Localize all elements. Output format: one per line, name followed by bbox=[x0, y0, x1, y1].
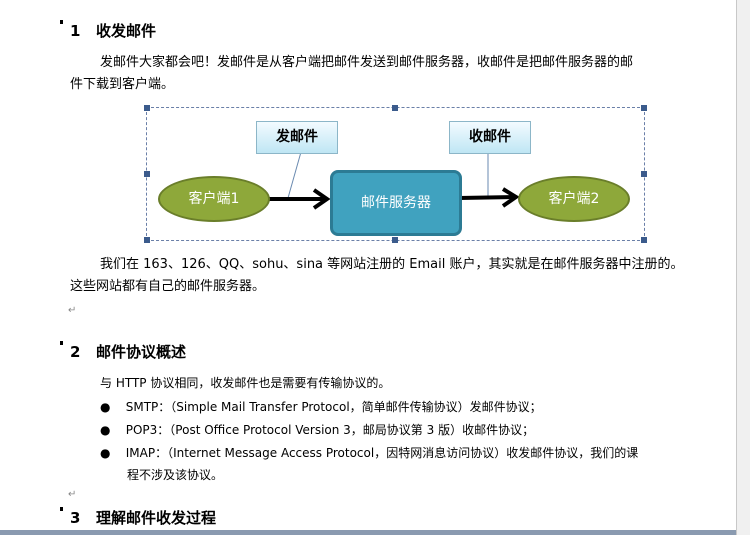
bullet-text: IMAP：（Internet Message Access Protocol，因… bbox=[125, 446, 639, 460]
send-mail-label: 发邮件 bbox=[256, 121, 338, 154]
mail-server-node: 邮件服务器 bbox=[330, 170, 462, 236]
heading-number: 3 bbox=[70, 509, 81, 527]
bullet-text: SMTP：（Simple Mail Transfer Protocol，简单邮件… bbox=[125, 400, 542, 414]
para2-line1: 我们在 163、126、QQ、sohu、sina 等网站注册的 Email 账户… bbox=[100, 257, 684, 272]
heading-title: 理解邮件收发过程 bbox=[96, 509, 217, 527]
paragraph-mark: ↵ bbox=[68, 489, 77, 500]
receive-mail-label: 收邮件 bbox=[449, 121, 531, 154]
para2-line2: 这些网站都有自己的邮件服务器。 bbox=[70, 279, 266, 294]
heading-title: 邮件协议概述 bbox=[96, 343, 187, 361]
heading-number: 2 bbox=[70, 343, 81, 361]
bullet-text: POP3：（Post Office Protocol Version 3，邮局协… bbox=[125, 423, 535, 437]
email-flow-diagram[interactable] bbox=[144, 105, 647, 243]
heading-title: 收发邮件 bbox=[96, 22, 157, 40]
heading-number: 1 bbox=[70, 22, 81, 40]
client1-node: 客户端1 bbox=[158, 176, 270, 222]
bullet-imap: ● IMAP：（Internet Message Access Protocol… bbox=[100, 446, 639, 460]
bullet-imap-cont: 程不涉及该协议。 bbox=[127, 468, 224, 482]
intro-line1: 发邮件大家都会吧！发邮件是从客户端把邮件发送到邮件服务器，收邮件是把邮件服务器的… bbox=[100, 55, 634, 70]
protocol-intro: 与 HTTP 协议相同，收发邮件也是需要有传输协议的。 bbox=[100, 376, 391, 390]
intro-line2: 件下载到客户端。 bbox=[70, 77, 175, 92]
diagram-arrows bbox=[268, 150, 578, 221]
scrollbar-area[interactable] bbox=[737, 0, 750, 535]
status-bar-edge bbox=[0, 530, 736, 535]
bullet-pop3: ● POP3：（Post Office Protocol Version 3，邮… bbox=[100, 423, 535, 437]
paragraph-mark: ↵ bbox=[68, 305, 77, 316]
client2-node: 客户端2 bbox=[518, 176, 630, 222]
bullet-smtp: ● SMTP：（Simple Mail Transfer Protocol，简单… bbox=[100, 400, 542, 414]
